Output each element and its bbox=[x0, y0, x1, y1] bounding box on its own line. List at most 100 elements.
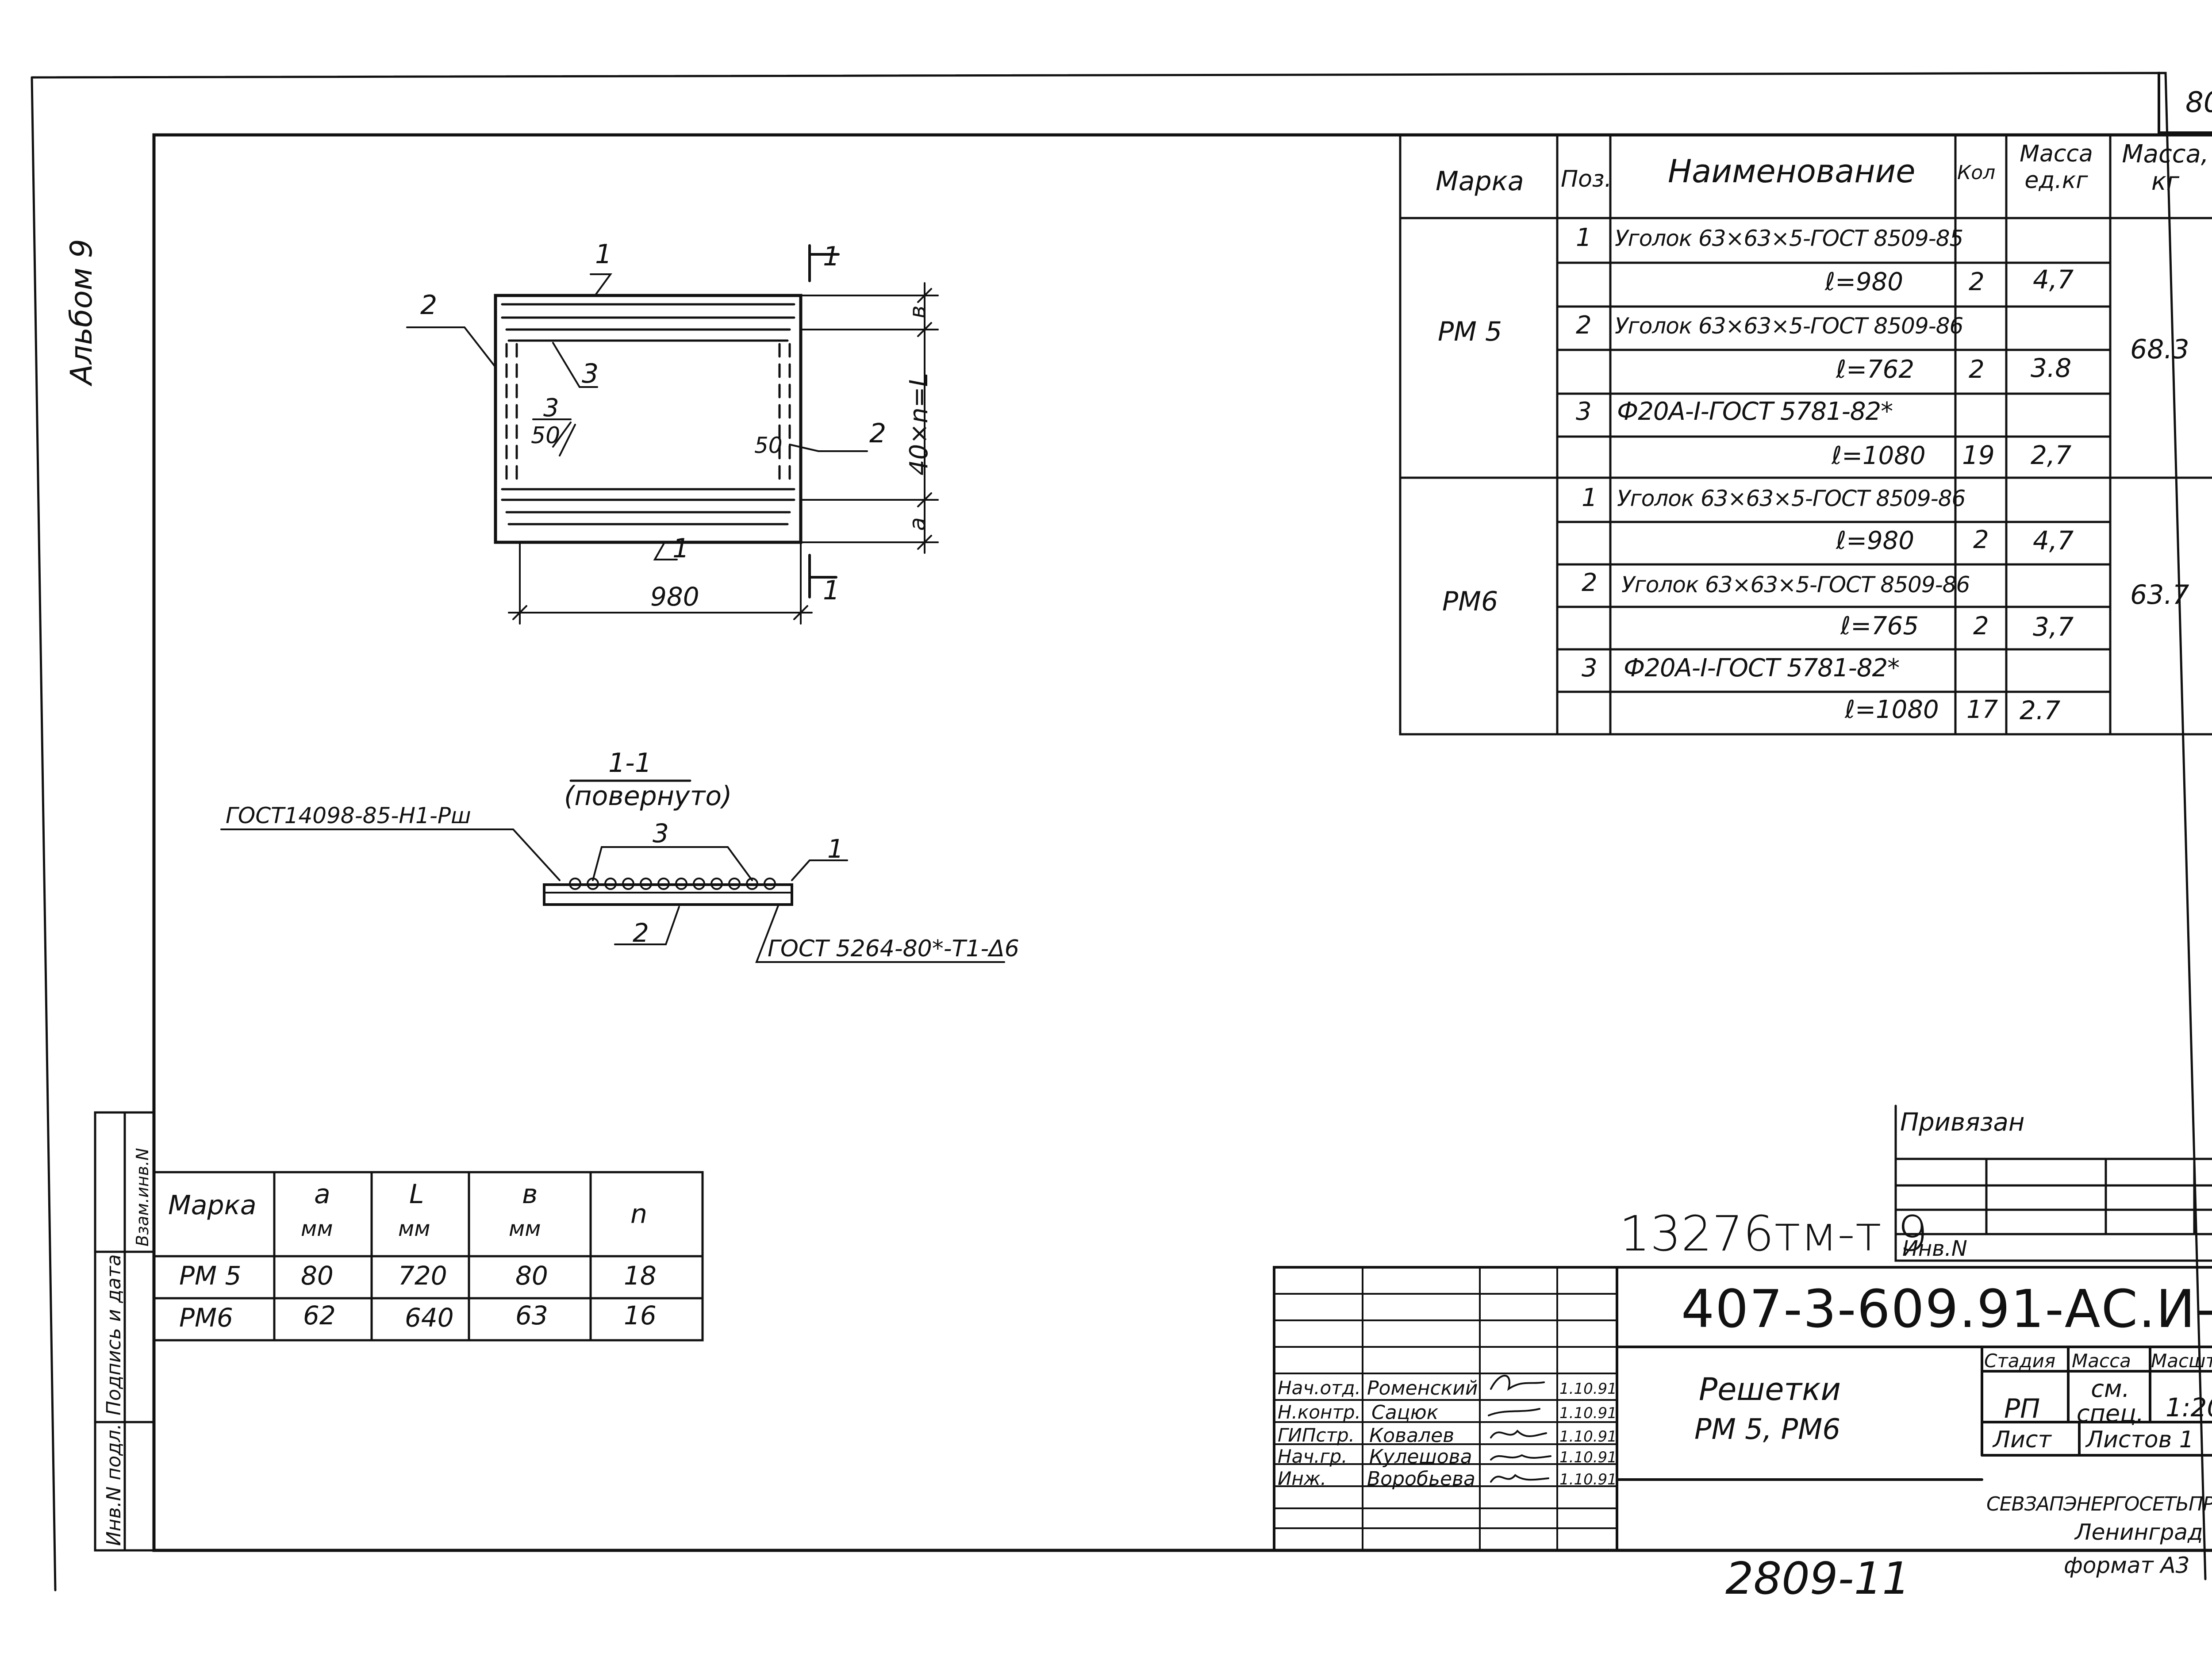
drawing-title-line1: Решетки bbox=[1699, 1371, 1841, 1407]
section-subtitle: (повернуто) bbox=[564, 781, 732, 812]
spec-row-name: ℓ=980 bbox=[1836, 526, 1914, 555]
sheet-format: формат А3 bbox=[2064, 1553, 2190, 1578]
spec-row-pos: 1 bbox=[1582, 483, 1598, 512]
spec-row-name: ℓ=1080 bbox=[1832, 441, 1926, 470]
spec-row-name: Ф20А-I-ГОСТ 5781-82* bbox=[1617, 397, 1893, 426]
dims-cell: 80 bbox=[515, 1261, 548, 1291]
plan-dim-50: 50 bbox=[754, 433, 783, 458]
dims-cell: 640 bbox=[405, 1303, 454, 1333]
spec-row-mass: 2.7 bbox=[2020, 695, 2061, 725]
section-title: 1-1 bbox=[608, 748, 652, 778]
dims-header-L-unit: мм bbox=[398, 1216, 430, 1241]
title-block-frame bbox=[1273, 1266, 2212, 1552]
spec-row-name: Уголок 63×63×5-ГОСТ 8509-86 bbox=[1617, 486, 1966, 511]
bottom-number: 2809-11 bbox=[1725, 1553, 1910, 1604]
spec-row-name: Ф20А-I-ГОСТ 5781-82* bbox=[1624, 654, 1900, 683]
section-pos3: 3 bbox=[653, 818, 669, 848]
side-stamp-signature: Подпись и дата bbox=[103, 1254, 125, 1415]
spec-group-total: 63.7 bbox=[2130, 579, 2189, 610]
title-block-signer-grid bbox=[1273, 1266, 1618, 1551]
spec-row-mass: 3.8 bbox=[2031, 353, 2072, 383]
organization-name: СЕВЗАПЭНЕРГОСЕТЬПРОЕКТ bbox=[1986, 1493, 2212, 1515]
dims-header-a-unit: мм bbox=[301, 1216, 333, 1241]
plan-leader-pos3-frac-bottom: 50 bbox=[531, 422, 561, 449]
spec-header-unit-mass: Масса ед.кг bbox=[2020, 141, 2093, 194]
inventory-code: 13276тм-т 9 bbox=[1619, 1205, 1928, 1262]
spec-table-grid bbox=[1399, 134, 2212, 736]
spec-row-pos: 1 bbox=[1576, 223, 1592, 252]
plan-section-mark-top: 1 bbox=[823, 241, 840, 272]
drawing-title-line2: РМ 5, РМ6 bbox=[1694, 1413, 1841, 1446]
dims-cell: 80 bbox=[301, 1261, 334, 1291]
signer-date: 1.10.91 bbox=[1559, 1471, 1617, 1488]
spec-row-name: ℓ=980 bbox=[1825, 268, 1903, 296]
plan-leader-pos3-frac-top: 3 bbox=[543, 394, 559, 422]
dims-cell: РМ 5 bbox=[179, 1261, 242, 1291]
signer-role: Н.контр. bbox=[1278, 1401, 1361, 1423]
spec-row-pos: 2 bbox=[1582, 568, 1598, 597]
mass-value: см. спец. bbox=[2076, 1375, 2144, 1427]
signer-name: Ковалев bbox=[1369, 1424, 1455, 1447]
side-stamp-inventory: Инв.N подл. bbox=[103, 1423, 125, 1546]
page-number-box bbox=[2158, 72, 2212, 134]
plan-dim-v: в bbox=[905, 305, 930, 318]
signer-name: Роменский bbox=[1367, 1377, 1478, 1400]
dims-header-a: a bbox=[314, 1179, 330, 1210]
dims-header-n: n bbox=[630, 1199, 648, 1230]
signer-date: 1.10.91 bbox=[1559, 1449, 1617, 1466]
dims-cell: 720 bbox=[398, 1261, 447, 1291]
spec-row-pos: 2 bbox=[1576, 311, 1592, 340]
spec-header-mark: Марка bbox=[1436, 166, 1524, 197]
plan-dim-L: 40×n=L bbox=[905, 373, 933, 476]
signer-date: 1.10.91 bbox=[1559, 1428, 1617, 1446]
spec-row-name: ℓ=765 bbox=[1840, 612, 1919, 640]
dims-cell: 18 bbox=[624, 1261, 657, 1291]
spec-row-mass: 4,7 bbox=[2033, 525, 2074, 556]
spec-header-total-mass: Масса, кг bbox=[2122, 140, 2209, 196]
spec-row-qty: 19 bbox=[1962, 440, 1995, 470]
signer-date: 1.10.91 bbox=[1559, 1380, 1617, 1398]
spec-row-qty: 2 bbox=[1969, 268, 1985, 296]
plan-leader-pos2-right: 2 bbox=[869, 418, 887, 449]
section-weld-note-bottom: ГОСТ 5264-80*-Т1-Δ6 bbox=[768, 936, 1019, 962]
inv-no-label: Инв.N bbox=[1902, 1236, 1967, 1261]
dims-table-grid bbox=[153, 1171, 704, 1342]
signer-name: Воробьева bbox=[1367, 1468, 1475, 1490]
spec-row-name: ℓ=1080 bbox=[1845, 695, 1939, 724]
side-stamp-replacement: Взам.инв.N bbox=[133, 1148, 152, 1246]
section-pos2: 2 bbox=[633, 918, 649, 948]
spec-row-name: Уголок 63×63×5-ГОСТ 8509-86 bbox=[1615, 313, 1963, 339]
signer-name: Сацюк bbox=[1371, 1401, 1439, 1424]
outer-sheet-edge bbox=[31, 72, 2207, 1591]
signer-date: 1.10.91 bbox=[1559, 1404, 1617, 1422]
spec-row-pos: 3 bbox=[1582, 654, 1598, 683]
plan-dim-a: а bbox=[905, 517, 930, 531]
spec-row-mass: 4,7 bbox=[2033, 265, 2074, 295]
spec-header-pos: Поз. bbox=[1561, 166, 1612, 192]
scale-value: 1:20 bbox=[2166, 1392, 2212, 1423]
scale-header: Масштаб bbox=[2151, 1350, 2212, 1372]
spec-row-mass: 2,7 bbox=[2031, 440, 2072, 470]
plan-leader-pos1-top: 1 bbox=[595, 239, 612, 270]
spec-row-qty: 2 bbox=[1969, 355, 1985, 384]
signature-scribbles bbox=[1488, 1375, 1551, 1483]
mass-header: Масса bbox=[2072, 1350, 2131, 1372]
document-code: 407-3-609.91-АС.И-103 bbox=[1681, 1278, 2212, 1339]
plan-section-mark-bottom: 1 bbox=[823, 575, 840, 606]
section-view bbox=[220, 779, 1005, 963]
signer-role: Нач.гр. bbox=[1278, 1446, 1348, 1467]
album-label: Альбом 9 bbox=[64, 239, 99, 385]
signer-name: Кулешова bbox=[1369, 1446, 1472, 1468]
sheets-count: Листов 1 bbox=[2086, 1427, 2194, 1453]
spec-row-name: ℓ=762 bbox=[1836, 355, 1914, 384]
sheet-header: Лист bbox=[1993, 1427, 2051, 1453]
spec-row-pos: 3 bbox=[1576, 397, 1592, 426]
plan-leader-pos3: 3 bbox=[582, 358, 599, 389]
spec-row-name: Уголок 63×63×5-ГОСТ 8509-85 bbox=[1615, 226, 1963, 251]
dims-cell: РМ6 bbox=[179, 1303, 233, 1333]
section-weld-note-top: ГОСТ14098-85-Н1-Рш bbox=[226, 803, 471, 828]
stage-value: РП bbox=[2004, 1393, 2040, 1424]
signer-role: Инж. bbox=[1278, 1468, 1327, 1489]
dims-header-mark: Марка bbox=[168, 1190, 257, 1221]
